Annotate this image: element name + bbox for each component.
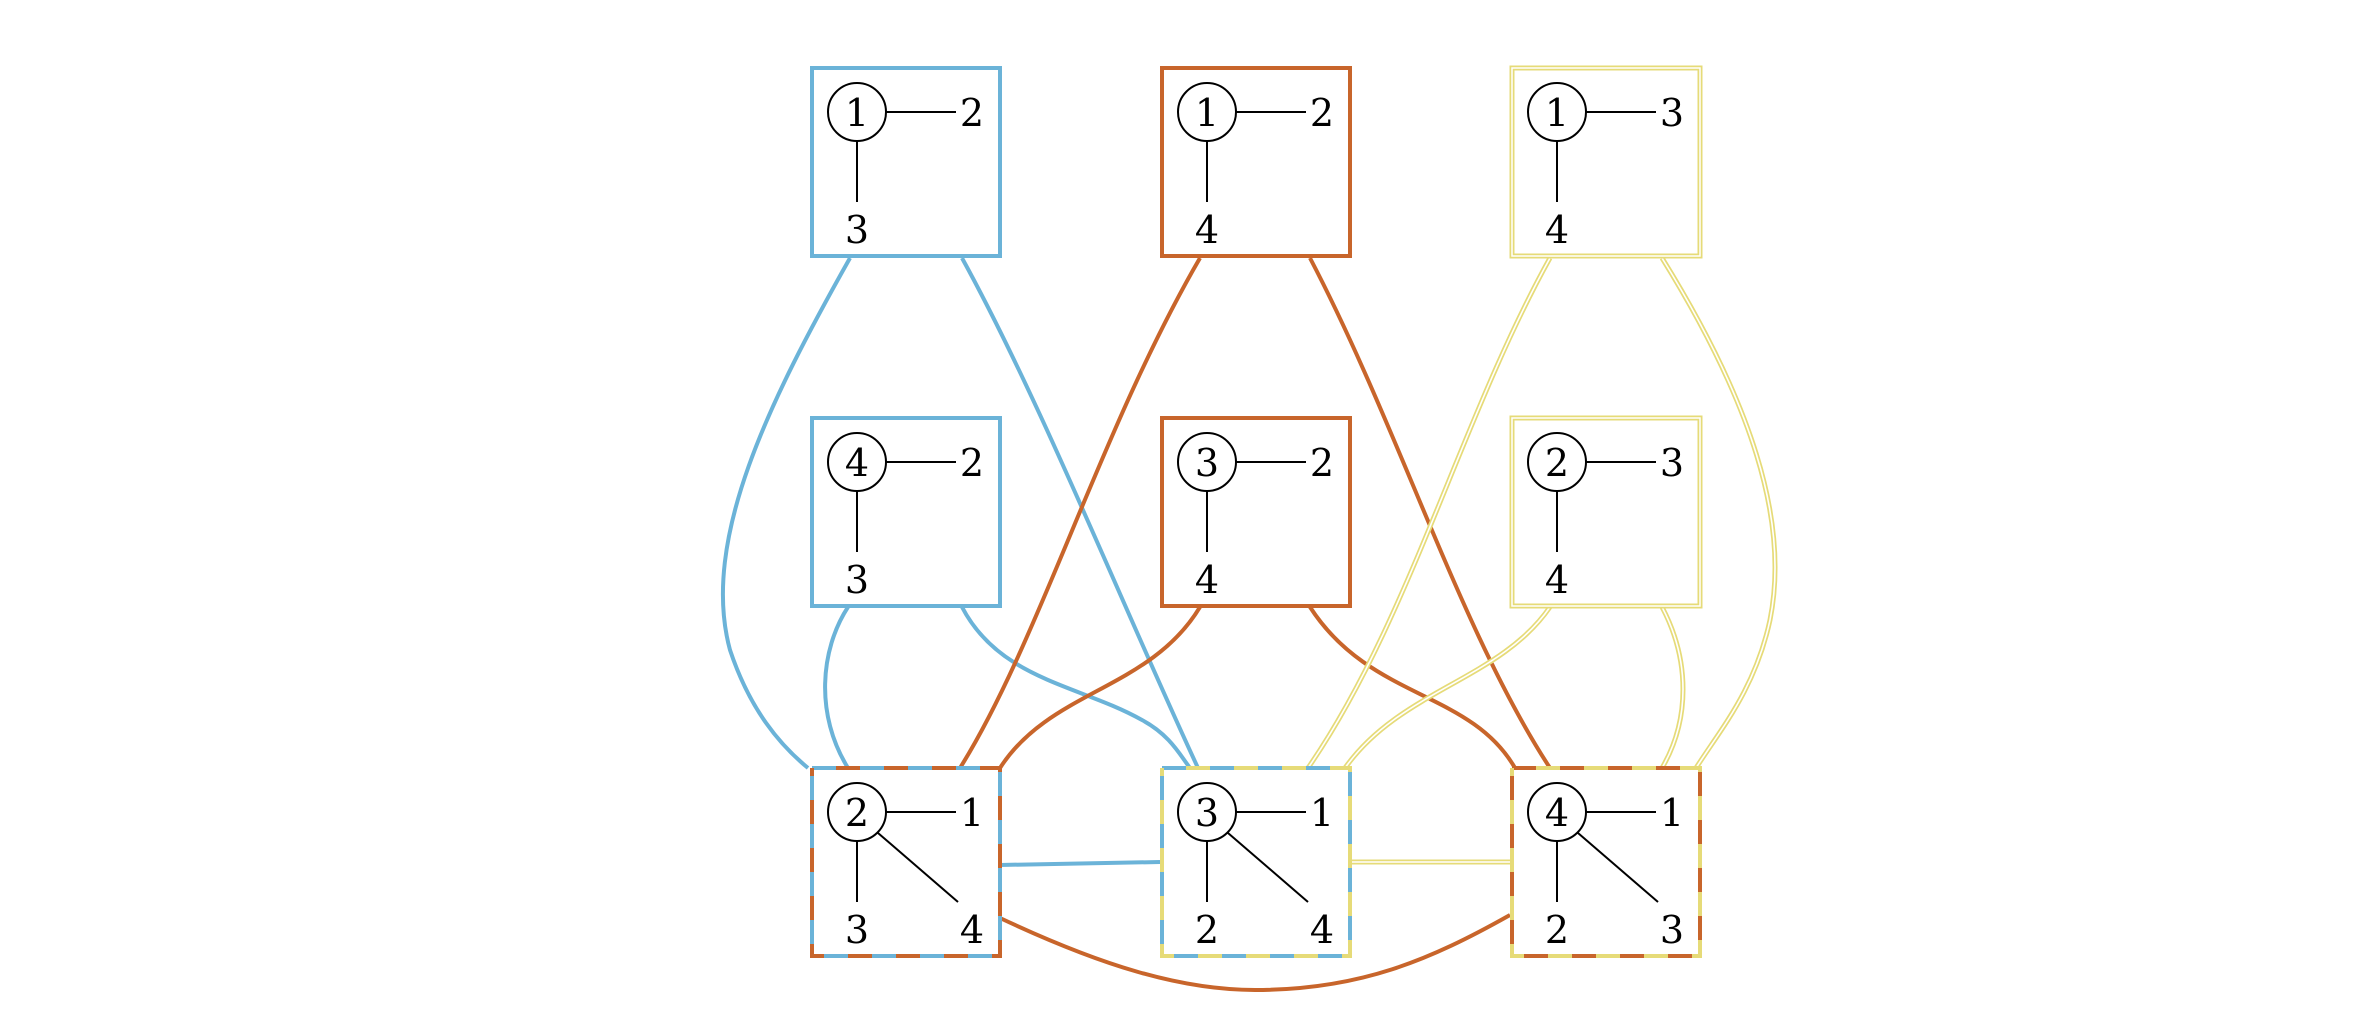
box-m2-b (1160, 766, 1352, 958)
box-y1-inner (1511, 67, 1701, 257)
center-node-label: 4 (1545, 791, 1569, 835)
node-o1: 1 2 4 (1160, 66, 1352, 258)
edges (721, 256, 1778, 993)
node-m3: 4 1 2 3 (1510, 766, 1702, 958)
center-node-label: 1 (845, 91, 869, 135)
edge-orange-o1-m1 (958, 256, 1202, 770)
center-node-label: 3 (1195, 441, 1219, 485)
right-node-label: 1 (960, 791, 984, 835)
down-node-label: 4 (1195, 558, 1219, 602)
node-b1: 1 2 3 (810, 66, 1002, 258)
center-node-label: 4 (845, 441, 869, 485)
inner-edge-diag (1227, 832, 1309, 903)
box-m3-b (1510, 766, 1702, 958)
center-node-circle (827, 82, 887, 142)
edge-orange-o2-m3 (1308, 605, 1517, 770)
right-node-label: 2 (1310, 441, 1334, 485)
edge-blue-m1-m2 (999, 860, 1161, 867)
node-y2: 2 3 4 (1509, 415, 1703, 609)
node-m2: 3 1 2 4 (1160, 766, 1352, 958)
right-node-label: 3 (1660, 441, 1684, 485)
center-node-label: 2 (1545, 441, 1569, 485)
edge-yellow-y2-m2-inner (1344, 606, 1551, 769)
node-o2: 3 2 4 (1160, 416, 1352, 608)
edge-orange-o2-m1 (998, 605, 1202, 770)
inner-edge-diag (877, 832, 959, 903)
center-node-label: 2 (845, 791, 869, 835)
edge-orange-m1-m3 (999, 913, 1511, 993)
center-node-circle (1177, 82, 1237, 142)
center-node-circle (827, 432, 887, 492)
down-node-label: 3 (845, 908, 869, 952)
down-node-label: 2 (1545, 908, 1569, 952)
diag-node-label: 4 (960, 908, 984, 952)
center-node-circle (1177, 432, 1237, 492)
node-b2: 4 2 3 (810, 416, 1002, 608)
node-m1: 2 1 3 4 (810, 766, 1002, 958)
center-node-circle (827, 782, 887, 842)
center-node-label: 1 (1195, 91, 1219, 135)
right-node-label: 2 (960, 441, 984, 485)
node-y1: 1 3 4 (1509, 65, 1703, 259)
down-node-label: 2 (1195, 908, 1219, 952)
edge-yellow-y1-m2-inner (1307, 257, 1551, 769)
center-node-circle (1527, 432, 1587, 492)
edge-blue-b2-m1 (823, 605, 850, 770)
edge-blue-b1-m1 (721, 257, 852, 770)
center-node-label: 1 (1545, 91, 1569, 135)
box-layer: 1 2 3 1 2 4 1 3 4 4 2 3 3 2 4 2 3 4 2 1 3 4 3 1 2 4 4 1 2 3 (810, 65, 1703, 958)
center-node-circle (1527, 782, 1587, 842)
down-node-label: 4 (1545, 558, 1569, 602)
right-node-label: 2 (960, 91, 984, 135)
edge-blue-b1-m2 (960, 257, 1200, 769)
right-node-label: 1 (1660, 791, 1684, 835)
box-y2-inner (1511, 417, 1701, 607)
diag-node-label: 4 (1310, 908, 1334, 952)
inner-edge-diag (1577, 832, 1659, 903)
right-node-label: 2 (1310, 91, 1334, 135)
center-node-label: 3 (1195, 791, 1219, 835)
right-node-label: 1 (1310, 791, 1334, 835)
edge-yellow-y2-m3-inner (1661, 606, 1684, 769)
center-node-circle (1177, 782, 1237, 842)
diag-node-label: 3 (1660, 908, 1684, 952)
edge-blue-b2-m2 (960, 606, 1192, 770)
down-node-label: 3 (845, 558, 869, 602)
box-m1-b (810, 766, 1002, 958)
down-node-label: 3 (845, 208, 869, 252)
right-node-label: 3 (1660, 91, 1684, 135)
center-node-circle (1527, 82, 1587, 142)
edge-yellow-y1-m3-inner (1661, 257, 1776, 769)
down-node-label: 4 (1545, 208, 1569, 252)
down-node-label: 4 (1195, 208, 1219, 252)
